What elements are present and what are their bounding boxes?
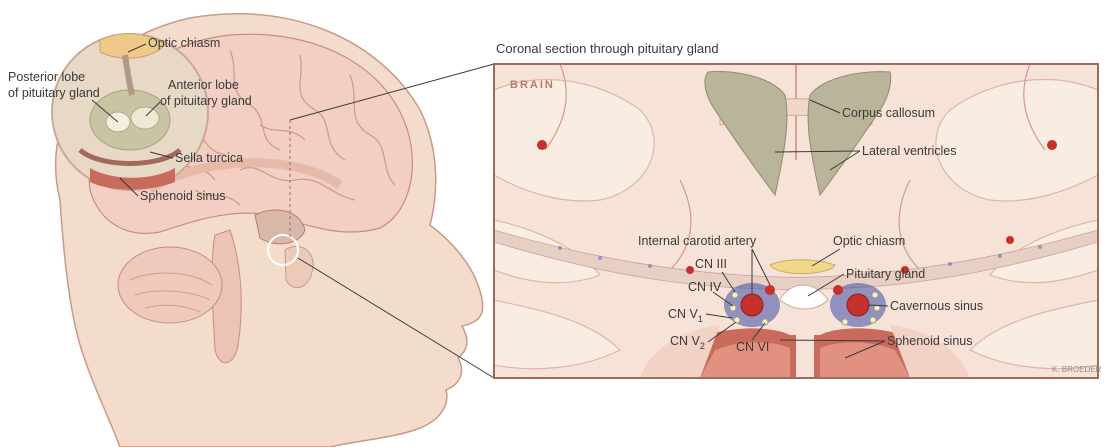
internal-carotid-left xyxy=(741,294,763,316)
anterior-lobe-zoom xyxy=(131,107,159,129)
label-corpus-callosum: Corpus callosum xyxy=(842,106,935,120)
label-optic-chiasm-section: Optic chiasm xyxy=(833,234,905,248)
label-cn-iii: CN III xyxy=(695,257,727,271)
label-cn-iv: CN IV xyxy=(688,280,722,294)
label-sphenoid-sinus-head: Sphenoid sinus xyxy=(140,189,225,203)
label-posterior-lobe-1: Posterior lobe xyxy=(8,70,85,84)
label-sphenoid-sinus-section: Sphenoid sinus xyxy=(887,334,972,348)
label-cavernous-sinus: Cavernous sinus xyxy=(890,299,983,313)
region-label-brain: BRAIN xyxy=(510,79,555,91)
label-pituitary-gland: Pituitary gland xyxy=(846,267,925,281)
label-posterior-lobe-2: of pituitary gland xyxy=(8,86,100,100)
label-cn-vi: CN VI xyxy=(736,340,769,354)
label-internal-carotid-artery: Internal carotid artery xyxy=(638,234,757,248)
cerebellum xyxy=(118,247,222,323)
internal-carotid-right xyxy=(847,294,869,316)
artist-signature: K. BROEDER xyxy=(1052,365,1102,374)
label-anterior-lobe-1: Anterior lobe xyxy=(168,78,239,92)
label-anterior-lobe-2: of pituitary gland xyxy=(160,94,252,108)
coronal-section-title: Coronal section through pituitary gland xyxy=(496,41,719,56)
label-optic-chiasm-head: Optic chiasm xyxy=(148,36,220,50)
label-lateral-ventricles: Lateral ventricles xyxy=(862,144,957,158)
pituitary-magnified-view xyxy=(52,34,208,190)
coronal-section xyxy=(494,64,1098,378)
label-sella-turcica: Sella turcica xyxy=(175,151,243,165)
